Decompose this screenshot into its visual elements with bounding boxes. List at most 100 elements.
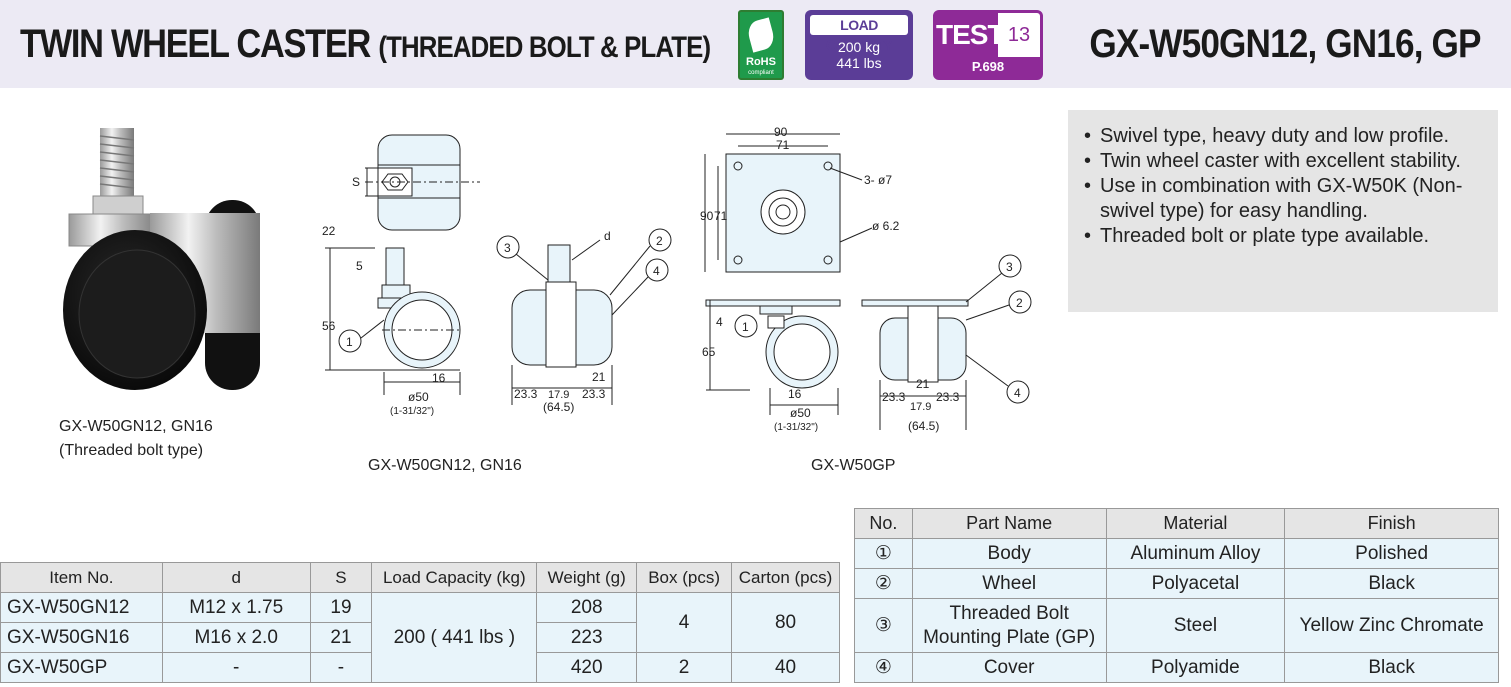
col-header: Load Capacity (kg) <box>371 562 538 593</box>
cell-s: - <box>309 652 373 683</box>
cell-material: Aluminum Alloy <box>1105 538 1286 569</box>
dim-p21: 21 <box>916 377 930 391</box>
col-header: Box (pcs) <box>636 562 733 593</box>
col-header: Carton (pcs) <box>731 562 840 593</box>
cell-no: ④ <box>854 652 913 683</box>
parts-table: No. Part Name Material Finish ① Body Alu… <box>854 508 1499 683</box>
cell-finish: Polished <box>1284 538 1499 569</box>
plate-balloon-4 <box>1006 380 1030 404</box>
svg-text:1: 1 <box>742 320 749 334</box>
cell-box: 4 <box>636 592 733 653</box>
dim-holes: 3- ø7 <box>864 173 892 187</box>
cell-no: ① <box>854 538 913 569</box>
col-header: Item No. <box>0 562 163 593</box>
test-number: 13 <box>1007 24 1031 46</box>
test-page: P.698 <box>936 57 1040 77</box>
svg-text:3: 3 <box>1006 260 1013 274</box>
svg-text:1: 1 <box>346 335 353 349</box>
dim-71v: 71 <box>714 209 728 223</box>
col-header: d <box>161 562 311 593</box>
product-photo <box>63 128 260 390</box>
cell-item: GX-W50GP <box>0 652 163 683</box>
feature-item: Swivel type, heavy duty and low profile. <box>1084 124 1488 149</box>
svg-text:3: 3 <box>504 241 511 255</box>
cell-d: M12 x 1.75 <box>161 592 311 623</box>
dim-p23b: 23.3 <box>936 390 960 404</box>
cell-finish: Yellow Zinc Chromate <box>1284 598 1499 653</box>
cell-no: ③ <box>854 598 913 653</box>
caption-threaded: GX-W50GN12, GN16 <box>368 457 522 474</box>
dim-p645: (64.5) <box>908 419 939 433</box>
title-main: TWIN WHEEL CASTER <box>20 22 371 66</box>
test-label: TEST <box>936 13 1005 57</box>
dim-90: 90 <box>774 125 788 139</box>
threaded-bolt-drawing: S 22 5 56 16 ø50 (1-31/32") 1 23.3 17.9 … <box>322 134 672 417</box>
cell-part-line2: Mounting Plate (GP) <box>923 626 1096 648</box>
spec-table: Item No. d S Load Capacity (kg) Weight (… <box>0 562 840 683</box>
dim-23b: 23.3 <box>582 387 606 401</box>
cell-item: GX-W50GN16 <box>0 622 163 653</box>
cell-part-line1: Threaded Bolt <box>949 602 1069 624</box>
col-header: Finish <box>1284 508 1499 539</box>
balloon-1 <box>338 329 362 353</box>
col-header: Part Name <box>911 508 1107 539</box>
balloon-3 <box>496 235 520 259</box>
dim-16: 16 <box>432 371 446 385</box>
plate-type-drawing: 90 71 90 71 3- ø7 ø 6.2 65 4 16 ø50 (1-3… <box>700 125 1032 433</box>
plate-front <box>861 299 969 307</box>
balloon-2 <box>648 228 672 252</box>
cell-d: M16 x 2.0 <box>161 622 311 653</box>
dim-71: 71 <box>776 138 790 152</box>
svg-text:2: 2 <box>656 234 663 248</box>
cell-weight: 223 <box>536 622 638 653</box>
svg-text:2: 2 <box>1016 296 1023 310</box>
dim-dia50: ø50 <box>408 390 429 404</box>
model-number: GX-W50GN12, GN16, GP <box>1089 22 1482 66</box>
cell-part: Body <box>911 538 1107 569</box>
cell-s: 21 <box>309 622 373 653</box>
dim-56: 56 <box>322 319 336 333</box>
cell-part: Threaded Bolt Mounting Plate (GP) <box>911 598 1107 653</box>
plate-balloon-3 <box>998 254 1022 278</box>
page-title: TWIN WHEEL CASTER (THREADED BOLT & PLATE… <box>20 22 711 67</box>
table-row: ① Body Aluminum Alloy Polished <box>854 538 1499 569</box>
plate-balloon-2 <box>1008 290 1032 314</box>
cell-finish: Black <box>1284 568 1499 599</box>
cell-carton: 40 <box>731 652 840 683</box>
svg-text:4: 4 <box>653 264 660 278</box>
dim-pdia50-in: (1-31/32") <box>774 422 818 433</box>
test-badge: TEST 13 P.698 <box>933 10 1043 80</box>
cell-box: 2 <box>636 652 733 683</box>
dim-65: 65 <box>702 345 716 359</box>
feature-item: Twin wheel caster with excellent stabili… <box>1084 149 1488 174</box>
table-row: GX-W50GN12 M12 x 1.75 19 200 ( 441 lbs )… <box>0 592 840 683</box>
col-header: S <box>309 562 373 593</box>
dim-645: (64.5) <box>543 400 574 414</box>
dim-21: 21 <box>592 370 606 384</box>
table-row: GX-W50GP - - 420 2 40 <box>0 652 840 683</box>
cell-load: 200 ( 441 lbs ) <box>371 592 538 683</box>
dim-179: 17.9 <box>548 389 569 401</box>
dim-p16: 16 <box>788 387 802 401</box>
title-sub: (THREADED BOLT & PLATE) <box>378 31 711 64</box>
cell-material: Polyamide <box>1105 652 1286 683</box>
dim-4: 4 <box>716 315 723 329</box>
cell-s: 19 <box>309 592 373 623</box>
dim-dia62: ø 6.2 <box>872 219 900 233</box>
front-bolt <box>547 244 571 286</box>
plate-side <box>705 299 841 307</box>
rohs-label: RoHS <box>746 56 776 68</box>
table-row: ② Wheel Polyacetal Black <box>854 568 1499 599</box>
svg-text:4: 4 <box>1014 386 1021 400</box>
dim-p23a: 23.3 <box>882 390 906 404</box>
dim-pdia50: ø50 <box>790 406 811 420</box>
dim-23a: 23.3 <box>514 387 538 401</box>
dim-22: 22 <box>322 224 336 238</box>
leaf-icon <box>745 17 777 53</box>
col-header: No. <box>854 508 913 539</box>
rohs-sub: compliant <box>748 70 774 76</box>
load-capacity-label: LOAD CAPACITY <box>810 15 908 53</box>
side-bolt <box>385 247 405 289</box>
load-capacity-lbs: 441 lbs <box>836 55 882 71</box>
cell-no: ② <box>854 568 913 599</box>
